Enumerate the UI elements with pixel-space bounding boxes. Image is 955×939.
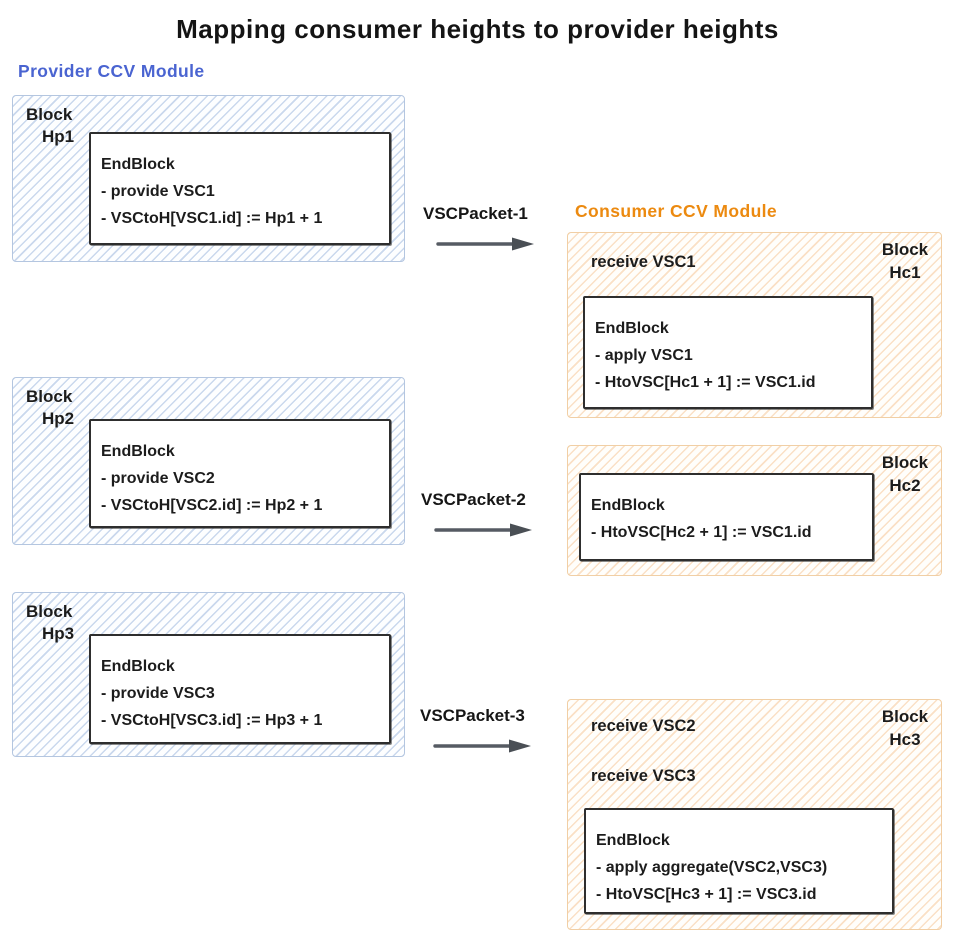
endblock-line: - VSCtoH[VSC3.id] := Hp3 + 1 xyxy=(101,712,323,729)
receive-line: receive VSC1 xyxy=(591,253,696,271)
endblock-line: - HtoVSC[Hc3 + 1] := VSC3.id xyxy=(596,886,817,903)
block-height-label: Hc2 xyxy=(889,476,921,495)
provider-block-hp2: Block Hp2 EndBlock - provide VSC2 - VSCt… xyxy=(12,377,405,545)
endblock-title: EndBlock xyxy=(591,497,665,514)
vsc-packet-2: VSCPacket-2 xyxy=(421,490,551,539)
packet-label: VSCPacket-1 xyxy=(423,204,528,223)
packet-label: VSCPacket-3 xyxy=(420,706,525,725)
endblock-line: - VSCtoH[VSC2.id] := Hp2 + 1 xyxy=(101,497,323,514)
block-name-hp2: Block Hp2 xyxy=(26,386,74,430)
endblock-box-hc1: EndBlock - apply VSC1 - HtoVSC[Hc1 + 1] … xyxy=(583,296,873,409)
endblock-box-hp3: EndBlock - provide VSC3 - VSCtoH[VSC3.id… xyxy=(89,634,391,744)
endblock-box-hc2: EndBlock - HtoVSC[Hc2 + 1] := VSC1.id xyxy=(579,473,874,561)
endblock-title: EndBlock xyxy=(596,832,670,849)
block-word: Block xyxy=(26,387,73,406)
endblock-title: EndBlock xyxy=(101,156,175,173)
vsc-packet-1: VSCPacket-1 xyxy=(423,204,553,253)
endblock-line: - HtoVSC[Hc2 + 1] := VSC1.id xyxy=(591,524,812,541)
diagram-title: Mapping consumer heights to provider hei… xyxy=(176,14,779,44)
block-height-label: Hc1 xyxy=(889,263,921,282)
endblock-box-hc3: EndBlock - apply aggregate(VSC2,VSC3) - … xyxy=(584,808,894,914)
endblock-line: - provide VSC1 xyxy=(101,183,215,200)
endblock-line: - provide VSC3 xyxy=(101,685,215,702)
consumer-block-hc3: Block Hc3 receive VSC2 receive VSC3 EndB… xyxy=(567,699,942,930)
block-name-hc1: Block Hc1 xyxy=(877,238,933,284)
vsc-packet-3: VSCPacket-3 xyxy=(420,706,550,755)
packet-label: VSCPacket-2 xyxy=(421,490,526,509)
endblock-line: - VSCtoH[VSC1.id] := Hp1 + 1 xyxy=(101,210,323,227)
block-height-label: Hp1 xyxy=(42,127,75,146)
endblock-line: - apply aggregate(VSC2,VSC3) xyxy=(596,859,828,876)
block-name-hp3: Block Hp3 xyxy=(26,601,74,645)
block-name-hp1: Block Hp1 xyxy=(26,104,74,148)
provider-block-hp1: Block Hp1 EndBlock - provide VSC1 - VSCt… xyxy=(12,95,405,262)
endblock-box-hp1: EndBlock - provide VSC1 - VSCtoH[VSC1.id… xyxy=(89,132,391,245)
provider-module-label: Provider CCV Module xyxy=(18,61,205,81)
block-name-hc3: Block Hc3 xyxy=(877,705,933,751)
endblock-line: - apply VSC1 xyxy=(595,347,693,364)
endblock-title: EndBlock xyxy=(101,443,175,460)
block-word: Block xyxy=(26,105,73,124)
block-height-label: Hp3 xyxy=(42,624,75,643)
endblock-line: - HtoVSC[Hc1 + 1] := VSC1.id xyxy=(595,374,816,391)
endblock-title: EndBlock xyxy=(595,320,669,337)
block-word: Block xyxy=(881,707,929,726)
block-word: Block xyxy=(26,602,73,621)
consumer-module-label: Consumer CCV Module xyxy=(575,201,778,221)
consumer-block-hc1: Block Hc1 receive VSC1 EndBlock - apply … xyxy=(567,232,942,418)
block-word: Block xyxy=(881,453,929,472)
arrow-right-icon xyxy=(436,237,534,251)
block-name-hc2: Block Hc2 xyxy=(877,451,933,497)
block-height-label: Hp2 xyxy=(42,409,75,428)
consumer-block-hc2: Block Hc2 EndBlock - HtoVSC[Hc2 + 1] := … xyxy=(567,445,942,576)
block-height-label: Hc3 xyxy=(889,730,921,749)
arrow-right-icon xyxy=(434,523,532,537)
provider-block-hp3: Block Hp3 EndBlock - provide VSC3 - VSCt… xyxy=(12,592,405,757)
arrow-right-icon xyxy=(433,739,531,753)
endblock-title: EndBlock xyxy=(101,658,175,675)
receive-line: receive VSC2 xyxy=(591,717,696,735)
endblock-box-hp2: EndBlock - provide VSC2 - VSCtoH[VSC2.id… xyxy=(89,419,391,528)
endblock-line: - provide VSC2 xyxy=(101,470,215,487)
block-word: Block xyxy=(881,240,929,259)
receive-line: receive VSC3 xyxy=(591,767,696,785)
